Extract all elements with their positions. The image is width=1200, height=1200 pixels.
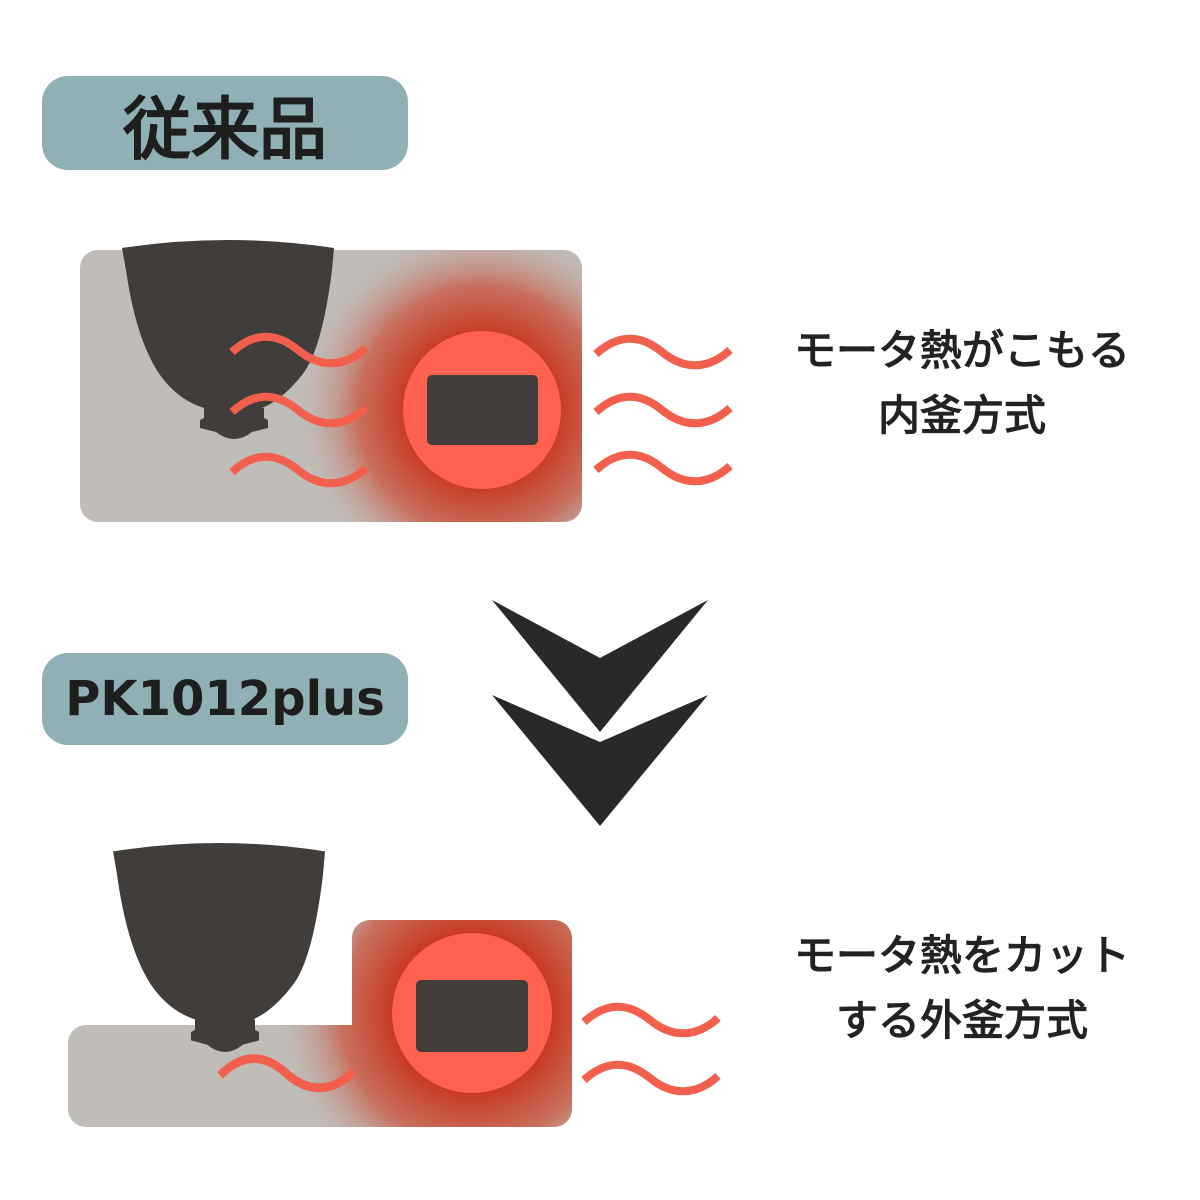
heat-wave-icon <box>584 1007 718 1034</box>
caption-line: モータ熱をカット <box>793 931 1130 980</box>
grinder-cup-icon <box>113 843 325 1052</box>
chevron-down-icon <box>492 695 708 826</box>
conventional-caption: モータ熱がこもる 内釜方式 <box>752 318 1172 448</box>
new-model-label-text: PK1012plus <box>65 671 385 727</box>
caption-line: する外釜方式 <box>835 996 1088 1045</box>
conventional-label: 従来品 <box>42 76 408 170</box>
heat-wave-icon <box>596 339 730 366</box>
new-model-caption: モータ熱をカット する外釜方式 <box>752 923 1172 1053</box>
new-model-diagram <box>68 843 718 1127</box>
motor-core <box>416 980 528 1052</box>
heat-wave-icon <box>596 397 730 424</box>
heat-wave-icon <box>584 1065 718 1092</box>
motor-core <box>427 375 538 445</box>
caption-line: 内釜方式 <box>877 391 1046 440</box>
caption-line: モータ熱がこもる <box>793 326 1130 375</box>
chevron-down-icon <box>492 600 708 732</box>
heat-wave-icon <box>596 455 730 482</box>
new-model-label: PK1012plus <box>42 653 408 745</box>
conventional-diagram <box>80 240 730 522</box>
conventional-label-text: 従来品 <box>122 90 327 170</box>
